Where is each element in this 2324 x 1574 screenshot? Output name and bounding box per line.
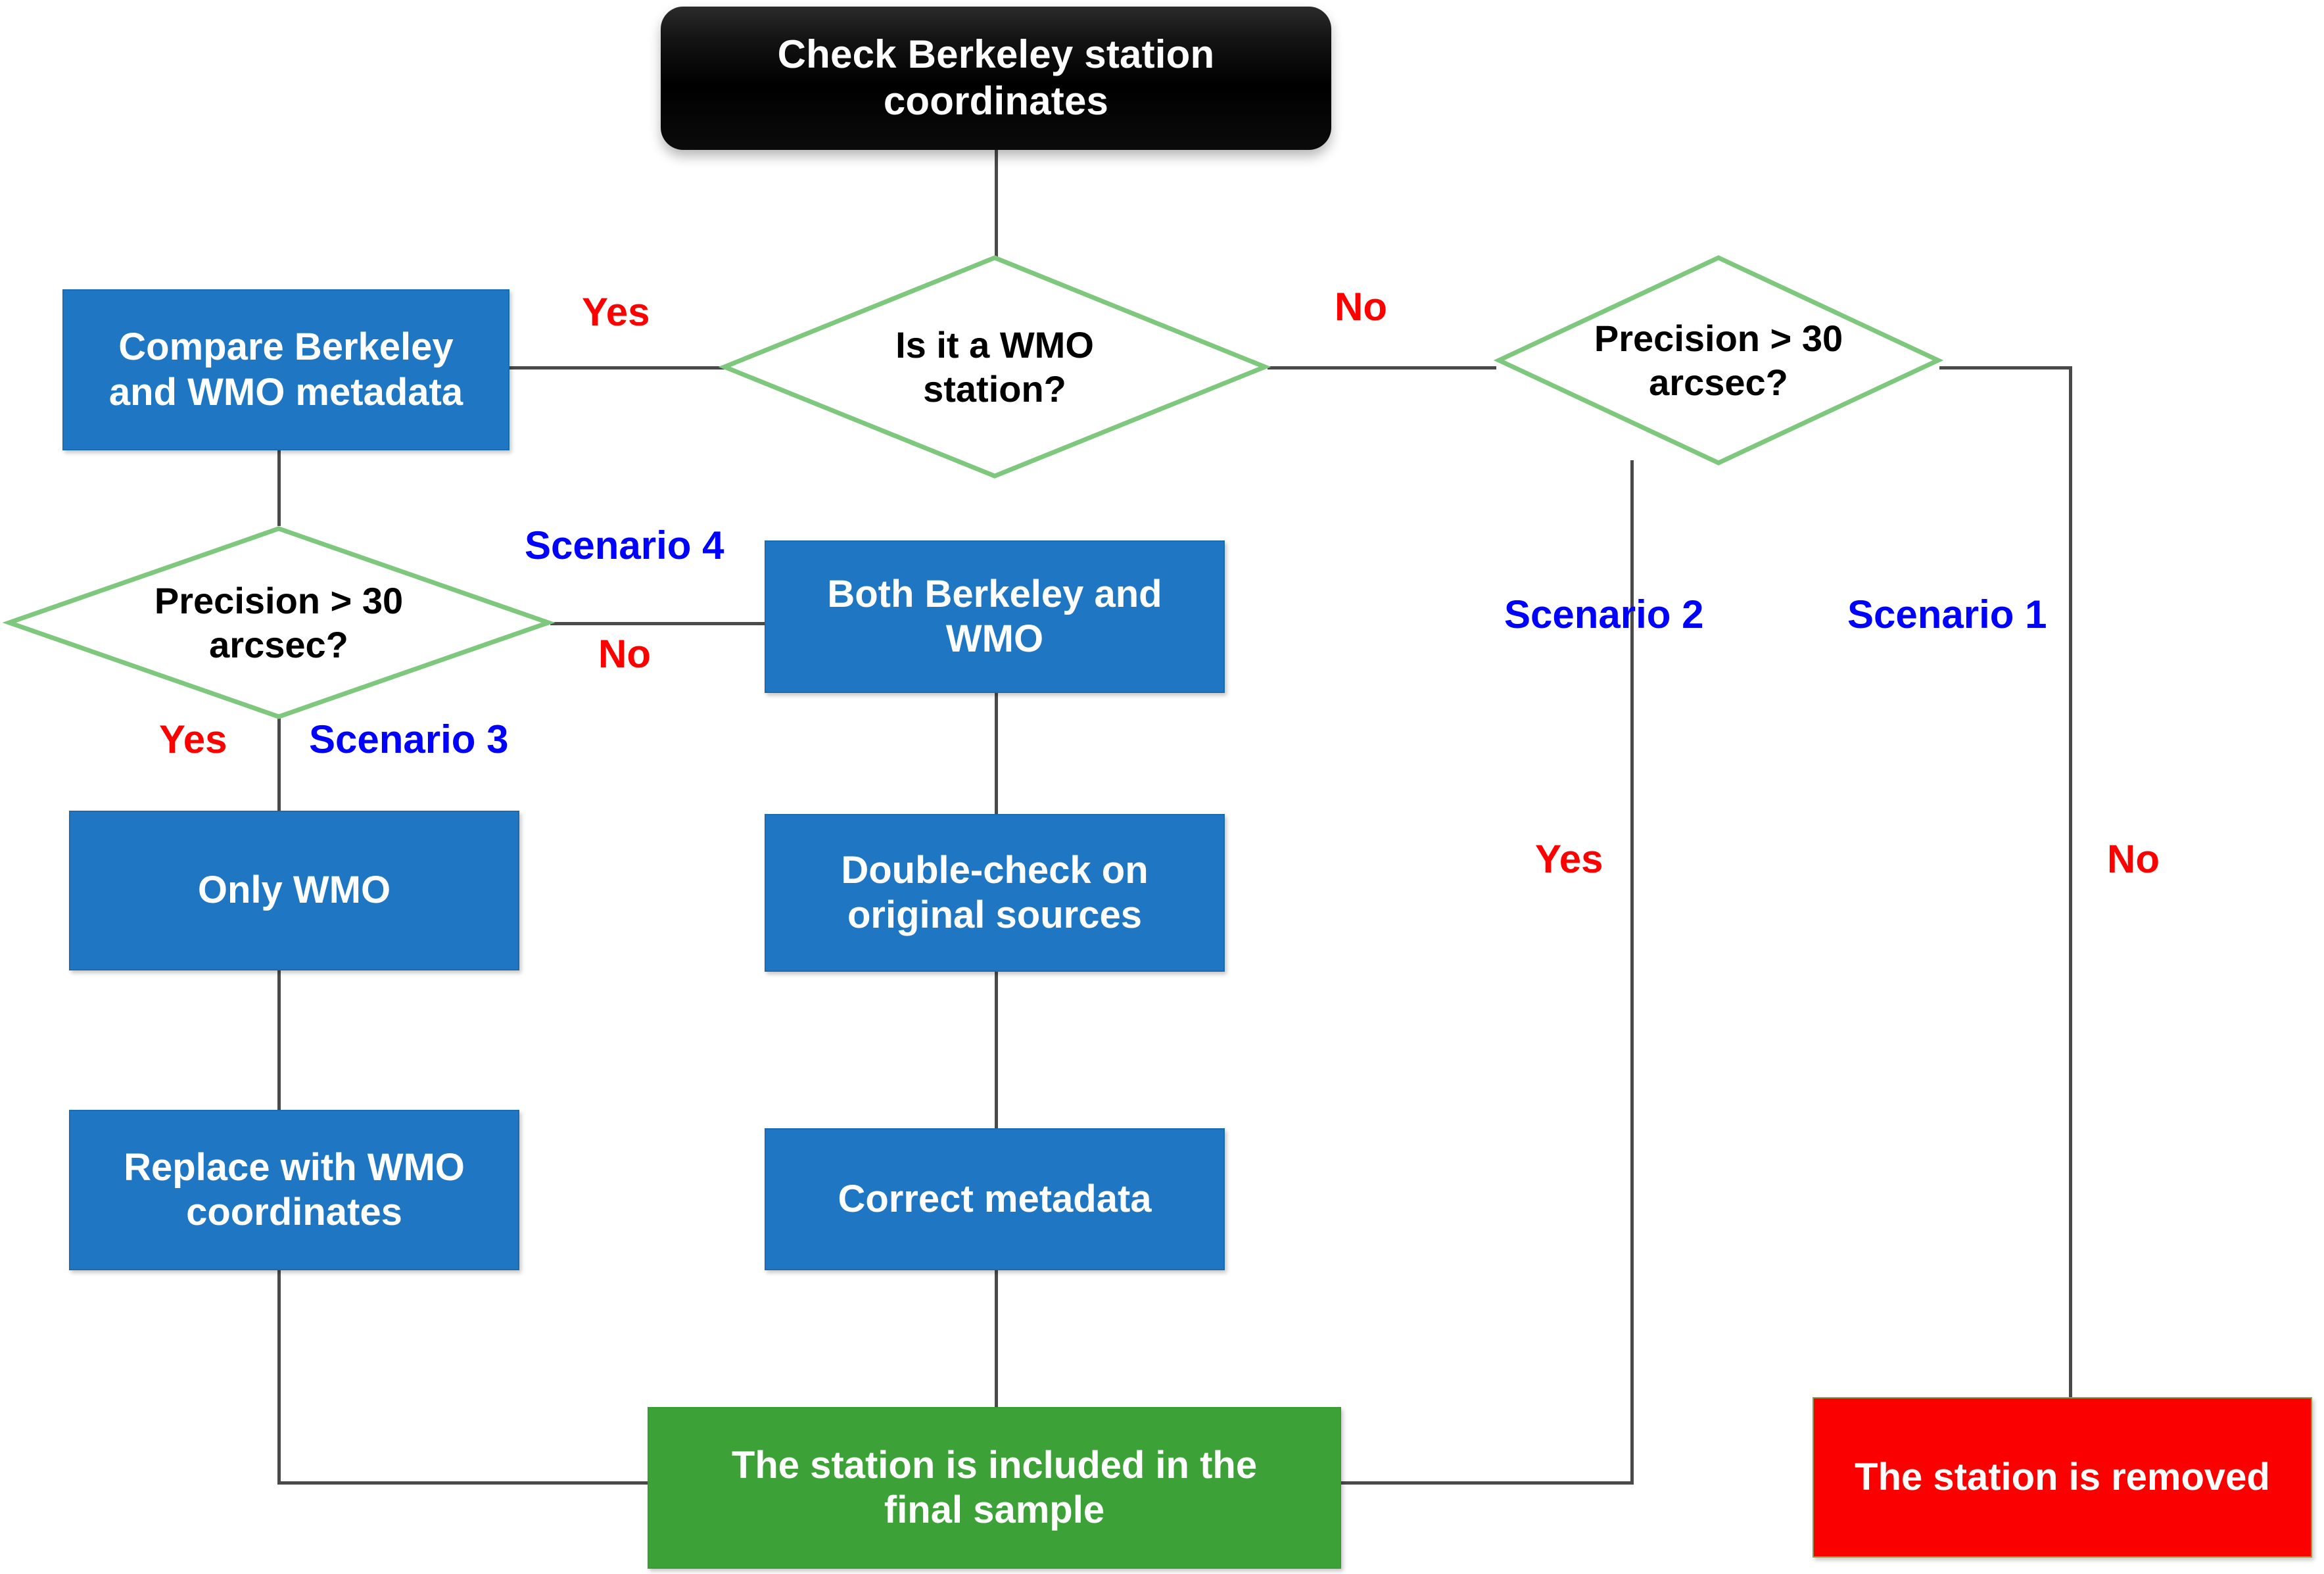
connector-precision-right-yes-down [1630, 460, 1634, 1485]
connector-only-wmo-to-replace [277, 969, 281, 1110]
edge-label-yes-precision-right: Yes [1535, 837, 1603, 881]
edge-label-scenario-4: Scenario 4 [525, 523, 724, 567]
connector-precision-left-no [550, 622, 766, 625]
node-check-berkeley-station-coordinates[interactable]: Check Berkeley station coordinates [661, 7, 1331, 150]
connector-double-check-to-correct [995, 972, 998, 1128]
connector-precision-right-yes-into-included [1341, 1481, 1634, 1485]
connector-replace-down [277, 1269, 281, 1485]
node-station-removed[interactable]: The station is removed [1813, 1397, 2312, 1558]
edge-label-yes-precision-left: Yes [159, 717, 227, 761]
edge-label-no-is-wmo: No [1335, 285, 1387, 329]
edge-label-scenario-1: Scenario 1 [1847, 592, 2047, 636]
connector-left-rail-to-included [277, 1481, 650, 1485]
diamond-shape [2, 526, 556, 719]
node-correct-metadata[interactable]: Correct metadata [765, 1128, 1225, 1270]
connector-precision-right-no-down [2069, 366, 2072, 1398]
decision-precision-left[interactable]: Precision > 30 arcsec? [2, 526, 556, 719]
node-double-check-on-original-sources[interactable]: Double-check on original sources [765, 814, 1225, 972]
edge-label-no-precision-left: No [598, 632, 651, 676]
connector-both-to-double-check [995, 692, 998, 814]
connector-precision-right-no-top [1939, 366, 2072, 370]
decision-precision-right[interactable]: Precision > 30 arcsec? [1493, 255, 1944, 465]
diamond-shape [718, 255, 1271, 479]
node-station-included-in-final-sample[interactable]: The station is included in the final sam… [648, 1407, 1341, 1569]
edge-label-yes-is-wmo: Yes [582, 290, 650, 334]
node-compare-berkeley-and-wmo-metadata[interactable]: Compare Berkeley and WMO metadata [62, 289, 510, 450]
node-only-wmo[interactable]: Only WMO [69, 811, 519, 970]
connector-is-wmo-no [1268, 366, 1496, 370]
edge-label-no-precision-right: No [2107, 837, 2160, 881]
node-replace-with-wmo-coordinates[interactable]: Replace with WMO coordinates [69, 1110, 519, 1270]
connector-compare-to-precision-left [277, 449, 281, 526]
edge-label-scenario-2: Scenario 2 [1504, 592, 1704, 636]
connector-is-wmo-yes [508, 366, 724, 370]
connector-start-to-is-wmo [995, 147, 998, 263]
decision-is-it-a-wmo-station[interactable]: Is it a WMO station? [718, 255, 1271, 479]
node-both-berkeley-and-wmo[interactable]: Both Berkeley and WMO [765, 540, 1225, 693]
edge-label-scenario-3: Scenario 3 [309, 717, 509, 761]
connector-correct-to-included [995, 1269, 998, 1415]
diamond-shape [1493, 255, 1944, 465]
connector-precision-left-yes [277, 718, 281, 812]
